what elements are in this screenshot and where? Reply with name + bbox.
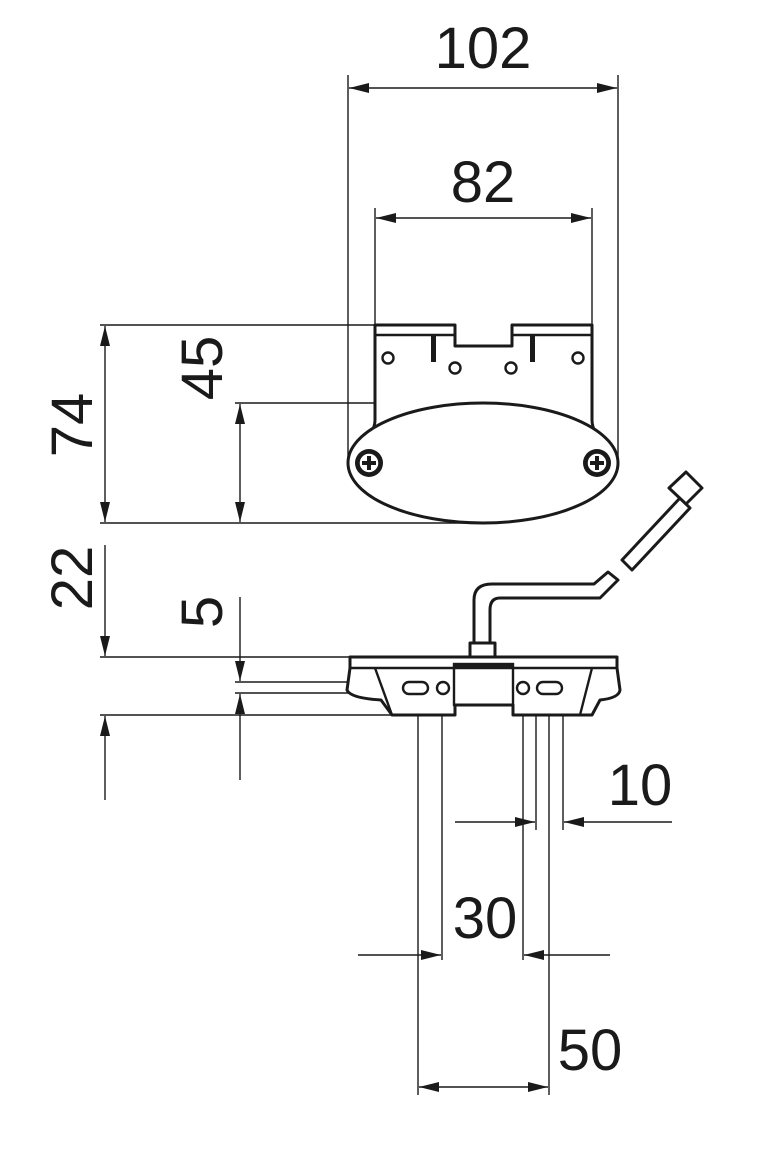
dim-side-height: 22 — [40, 546, 105, 611]
dim-slot-spacing: 50 — [558, 1018, 623, 1083]
dim-slot-height: 5 — [170, 596, 235, 628]
top-view: 102 82 74 45 — [40, 16, 620, 525]
dim-bracket-width: 82 — [451, 150, 516, 215]
dim-slot-length: 10 — [608, 753, 673, 818]
side-view: 22 5 10 30 50 — [40, 470, 704, 1095]
screw-icon — [583, 449, 611, 477]
screw-icon — [355, 449, 383, 477]
lamp-lens — [346, 401, 620, 525]
dim-hole-spacing: 30 — [453, 886, 518, 951]
dim-overall-height: 74 — [40, 393, 105, 458]
dim-overall-width: 102 — [435, 16, 532, 81]
dim-bracket-height: 45 — [170, 336, 235, 401]
